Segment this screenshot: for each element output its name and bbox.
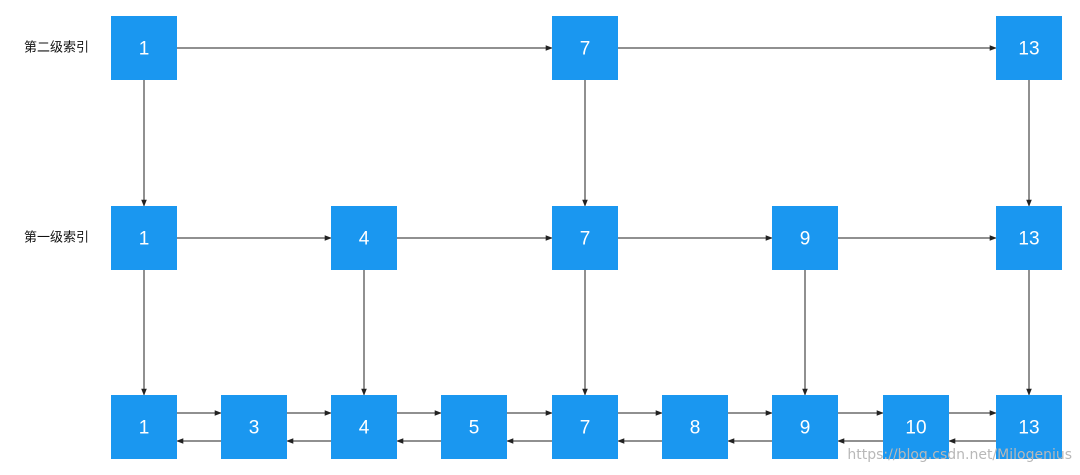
node: 1 [111, 206, 177, 270]
node-box [552, 16, 618, 80]
node-value: 7 [580, 229, 591, 250]
node-box [883, 395, 949, 459]
node: 13 [996, 395, 1062, 459]
node-box [221, 395, 287, 459]
node-value: 1 [139, 229, 150, 250]
node: 5 [441, 395, 507, 459]
node-box [552, 395, 618, 459]
level-label: 第二级索引 [24, 41, 89, 56]
links-layer [141, 45, 1032, 444]
node: 1 [111, 395, 177, 459]
node-value: 10 [905, 418, 926, 439]
node-box [111, 16, 177, 80]
node-box [996, 206, 1062, 270]
node: 7 [552, 206, 618, 270]
node-box [772, 206, 838, 270]
node-box [772, 395, 838, 459]
node-box [331, 395, 397, 459]
node-value: 1 [139, 418, 150, 439]
node-value: 13 [1018, 229, 1039, 250]
node: 9 [772, 395, 838, 459]
node-value: 4 [359, 229, 370, 250]
node: 13 [996, 16, 1062, 80]
node-box [996, 16, 1062, 80]
node-value: 1 [139, 39, 150, 60]
node: 7 [552, 16, 618, 80]
node: 8 [662, 395, 728, 459]
node-box [662, 395, 728, 459]
node-box [552, 206, 618, 270]
node-box [996, 395, 1062, 459]
node-box [111, 206, 177, 270]
node: 1 [111, 16, 177, 80]
watermark: https://blog.csdn.net/Milogenius [847, 447, 1072, 463]
node: 13 [996, 206, 1062, 270]
node: 4 [331, 395, 397, 459]
node: 10 [883, 395, 949, 459]
node-box [441, 395, 507, 459]
node: 7 [552, 395, 618, 459]
node-value: 5 [469, 418, 480, 439]
node-value: 4 [359, 418, 370, 439]
node-value: 9 [800, 418, 811, 439]
node-value: 13 [1018, 418, 1039, 439]
node-value: 7 [580, 39, 591, 60]
node-value: 3 [249, 418, 260, 439]
node-value: 7 [580, 418, 591, 439]
node-value: 8 [690, 418, 701, 439]
node-value: 9 [800, 229, 811, 250]
node: 4 [331, 206, 397, 270]
node-box [331, 206, 397, 270]
node-value: 13 [1018, 39, 1039, 60]
node: 3 [221, 395, 287, 459]
node-box [111, 395, 177, 459]
node: 9 [772, 206, 838, 270]
level-label: 第一级索引 [24, 231, 89, 246]
